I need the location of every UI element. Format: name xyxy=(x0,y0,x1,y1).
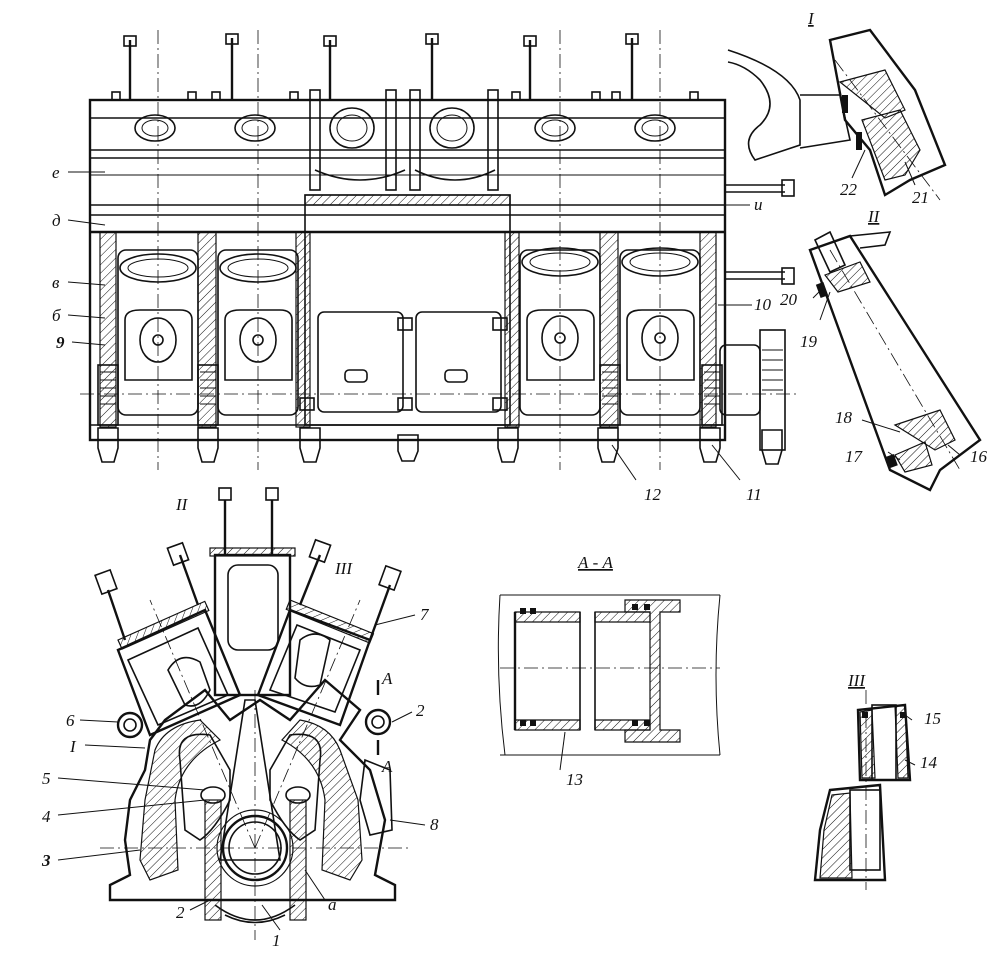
callout-11: 11 xyxy=(746,485,762,504)
top-rim-bolts xyxy=(111,91,699,101)
callout-17: 17 xyxy=(845,447,864,466)
callout-12: 12 xyxy=(644,485,662,504)
right-bank xyxy=(256,538,402,727)
callout-18: 18 xyxy=(835,408,853,427)
callout-9: 9 xyxy=(56,333,65,352)
detail-ii-title: II xyxy=(867,207,881,226)
leaders-cross xyxy=(57,614,426,931)
callout-20: 20 xyxy=(780,290,798,309)
leaders-top xyxy=(67,171,752,481)
callout-19: 19 xyxy=(800,332,818,351)
callout-6: 6 xyxy=(66,711,75,730)
callout-15: 15 xyxy=(924,709,941,728)
callout-16: 16 xyxy=(970,447,988,466)
detail-iii-title: III xyxy=(847,671,866,690)
callout-i: и xyxy=(754,195,763,214)
callout-a: а xyxy=(328,895,337,914)
detail-i xyxy=(727,28,947,201)
callout-3: 3 xyxy=(41,851,51,870)
callout-1: 1 xyxy=(272,931,281,950)
right-attachments xyxy=(719,179,795,465)
detail-i-title: I xyxy=(807,9,815,28)
callout-III-section: III xyxy=(334,559,353,578)
callout-4: 4 xyxy=(42,807,51,826)
callout-2-right: 2 xyxy=(416,701,425,720)
callout-22: 22 xyxy=(840,180,858,199)
section-mark-a-bottom: А xyxy=(381,757,393,776)
detail-ii xyxy=(808,230,982,492)
main-bearing-bolts xyxy=(97,364,723,463)
section-a-a-title: А - А xyxy=(577,553,614,572)
center-bank xyxy=(209,487,296,697)
center-panels xyxy=(299,311,508,413)
callout-5: 5 xyxy=(42,769,51,788)
cross-section xyxy=(94,487,410,940)
tie-rods xyxy=(123,33,639,100)
longitudinal-section xyxy=(80,30,800,470)
callout-v: в xyxy=(52,273,60,292)
callout-7: 7 xyxy=(420,605,430,624)
callout-e: е xyxy=(52,163,60,182)
center-tubes xyxy=(309,89,499,191)
callout-10: 10 xyxy=(754,295,772,314)
callout-13: 13 xyxy=(566,770,583,789)
callout-14: 14 xyxy=(920,753,938,772)
section-a-a xyxy=(497,594,721,771)
callout-I-section: I xyxy=(69,737,77,756)
cylinder-head-ports xyxy=(134,107,676,181)
detail-iii xyxy=(813,690,916,890)
callout-8: 8 xyxy=(430,815,439,834)
callout-d: д xyxy=(52,211,61,230)
callout-b: б xyxy=(52,306,61,325)
callout-II-section: II xyxy=(175,495,189,514)
section-mark-a-top: А xyxy=(381,669,393,688)
callout-21: 21 xyxy=(912,188,929,207)
callout-2-left: 2 xyxy=(176,903,185,922)
